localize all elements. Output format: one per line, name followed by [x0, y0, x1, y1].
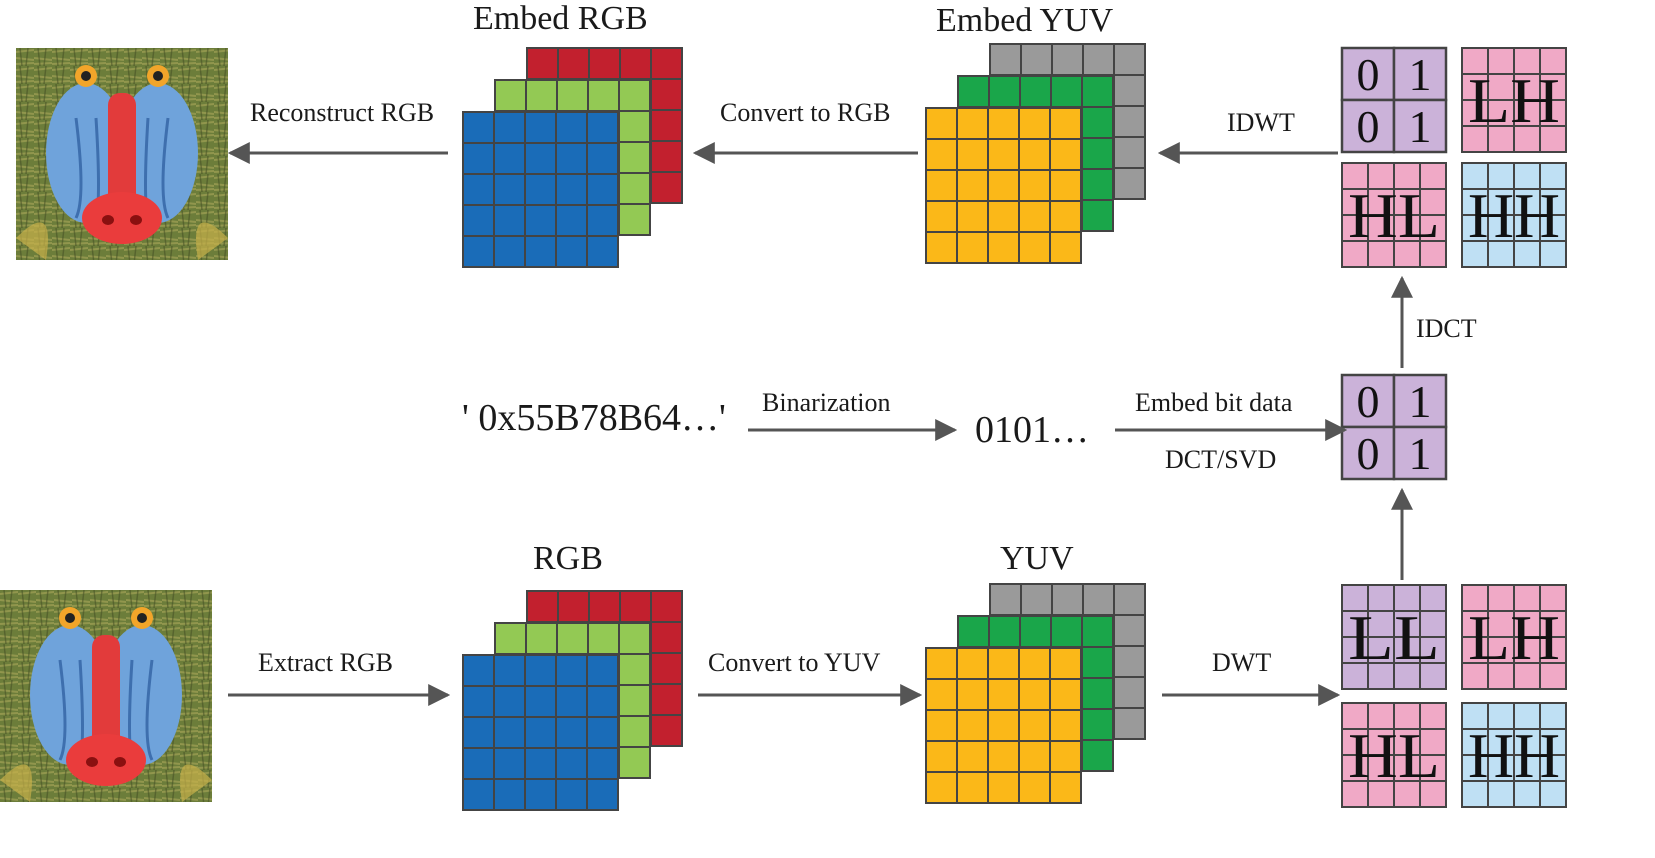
convert-to-yuv-label: Convert to YUV: [708, 648, 881, 677]
bit-cell: 1: [1392, 46, 1448, 102]
subband-ll-bottom: LL: [1341, 584, 1447, 690]
bit-cell: 1: [1392, 373, 1448, 429]
svg-text:0: 0: [1357, 49, 1380, 100]
extract-rgb-label: Extract RGB: [258, 648, 394, 677]
subband-grid-cells: [1461, 702, 1567, 808]
embed-bit-data-label: Embed bit data: [1135, 388, 1293, 417]
subband-grid-cells: [1461, 584, 1567, 690]
y-channel-grid: [925, 107, 1082, 264]
embed-yuv-channel-stack: [925, 43, 1146, 264]
subband-grid-cells: [1341, 584, 1447, 690]
subband-lh-top: LH: [1461, 47, 1567, 153]
yuv-channel-stack: [925, 583, 1146, 804]
embed-rgb-title: Embed RGB: [473, 0, 648, 37]
svg-text:0: 0: [1357, 428, 1380, 479]
yuv-title: YUV: [1000, 540, 1074, 577]
subband-label: HL: [1348, 180, 1440, 251]
svg-text:0: 0: [1357, 101, 1380, 152]
bit-cell: 1: [1392, 98, 1448, 154]
subband-label: HH: [1468, 180, 1560, 251]
svg-text:1: 1: [1409, 49, 1432, 100]
svg-text:0: 0: [1357, 376, 1380, 427]
bit-cell: 1: [1392, 425, 1448, 481]
dct-svd-label: DCT/SVD: [1165, 445, 1277, 474]
blue-channel-grid: [462, 654, 619, 811]
idct-label: IDCT: [1416, 314, 1477, 343]
embed-rgb-channel-stack: [462, 47, 683, 268]
binarization-label: Binarization: [762, 388, 891, 417]
subband-hl-bottom: HL: [1341, 702, 1447, 808]
subband-hh-bottom: HH: [1461, 702, 1567, 808]
subband-hh-top: HH: [1461, 162, 1567, 268]
idwt-label: IDWT: [1227, 108, 1295, 137]
subband-grid-cells: [1461, 162, 1567, 268]
svg-text:1: 1: [1409, 428, 1432, 479]
bit-string: 0101…: [975, 409, 1089, 451]
bit-cell: 0: [1340, 373, 1396, 429]
y-channel-grid: [925, 647, 1082, 804]
subband-label: HL: [1348, 720, 1440, 791]
subband-label: LL: [1348, 602, 1440, 673]
subband-hl-top: HL: [1341, 162, 1447, 268]
subband-grid-cells: [1341, 162, 1447, 268]
bit-cell: 0: [1340, 425, 1396, 481]
dwt-label: DWT: [1212, 648, 1272, 677]
svg-text:1: 1: [1409, 101, 1432, 152]
subband-grid-cells: [1341, 702, 1447, 808]
reconstruct-rgb-label: Reconstruct RGB: [250, 98, 435, 127]
bit-cell: 0: [1340, 46, 1396, 102]
rgb-channel-stack: [462, 590, 683, 811]
subband-lh-bottom: LH: [1461, 584, 1567, 690]
blue-channel-grid: [462, 111, 619, 268]
mandrill-image-original: [0, 590, 212, 802]
subband-label: HH: [1468, 720, 1560, 791]
embed-yuv-title: Embed YUV: [936, 2, 1114, 39]
mandrill-image-reconstructed: [16, 48, 228, 260]
svg-text:1: 1: [1409, 376, 1432, 427]
bit-cell: 0: [1340, 98, 1396, 154]
subband-label: LH: [1468, 602, 1560, 673]
rgb-title: RGB: [533, 540, 603, 577]
subband-label: LH: [1468, 65, 1560, 136]
subband-grid-cells: [1461, 47, 1567, 153]
convert-to-rgb-label: Convert to RGB: [720, 98, 891, 127]
watermark-string: ' 0x55B78B64…': [462, 397, 726, 439]
